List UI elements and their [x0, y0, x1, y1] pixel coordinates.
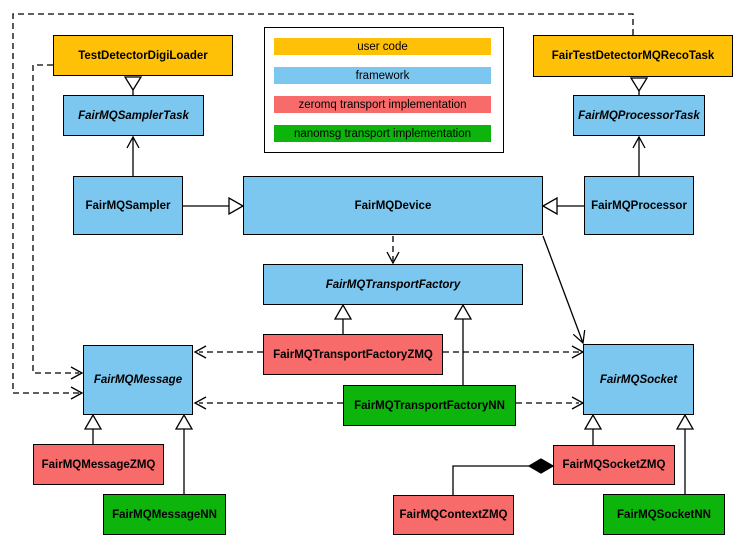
node-fairmq-sampler: FairMQSampler [73, 176, 183, 235]
edge-tfzmq-socket [443, 345, 585, 359]
node-fairmq-socket-zmq: FairMQSocketZMQ [553, 445, 675, 485]
edge-contextzmq-socketzmq [452, 458, 555, 495]
legend: user code framework zeromq transport imp… [264, 27, 504, 153]
edge-messagenn-message [174, 413, 194, 494]
edge-socketnn-socket [675, 413, 695, 494]
node-fairmq-message-nn: FairMQMessageNN [103, 494, 226, 535]
legend-item-user-code: user code [274, 38, 491, 55]
edge-device-transportfactory [386, 236, 400, 265]
edge-tfnn-socket [516, 396, 585, 410]
edge-messagezmq-message [83, 413, 103, 444]
edge-socketzmq-socket [583, 413, 603, 445]
edge-processor-device [541, 196, 584, 216]
edge-recotask-processortask [629, 77, 649, 95]
node-fairmq-socket: FairMQSocket [583, 344, 694, 415]
edge-tfnn-message [193, 396, 343, 410]
edge-tfnn-transportfactory [453, 303, 473, 385]
node-fair-test-detector-mq-reco-task: FairTestDetectorMQRecoTask [533, 35, 733, 77]
edge-tfzmq-transportfactory [333, 303, 353, 334]
node-fairmq-socket-nn: FairMQSocketNN [603, 494, 725, 535]
legend-item-nanomsg: nanomsg transport implementation [274, 125, 491, 142]
node-fairmq-sampler-task: FairMQSamplerTask [63, 95, 204, 136]
node-test-detector-digi-loader: TestDetectorDigiLoader [53, 35, 233, 76]
edge-sampler-samplertask [126, 135, 140, 176]
legend-item-framework: framework [274, 67, 491, 84]
node-fairmq-processor: FairMQProcessor [584, 176, 694, 235]
edge-digiloader-samplertask [123, 76, 143, 95]
node-fairmq-processor-task: FairMQProcessorTask [573, 95, 705, 136]
edge-processor-processortask [632, 135, 646, 176]
edge-sampler-device [183, 196, 245, 216]
node-fairmq-transport-factory-nn: FairMQTransportFactoryNN [343, 385, 516, 426]
node-fairmq-message-zmq: FairMQMessageZMQ [33, 444, 164, 485]
node-fairmq-context-zmq: FairMQContextZMQ [393, 495, 514, 535]
edge-device-socket [542, 235, 586, 345]
node-fairmq-device: FairMQDevice [243, 176, 543, 235]
legend-item-zeromq: zeromq transport implementation [274, 96, 491, 113]
node-fairmq-transport-factory: FairMQTransportFactory [263, 264, 523, 305]
node-fairmq-transport-factory-zmq: FairMQTransportFactoryZMQ [263, 334, 443, 375]
edge-tfzmq-message [193, 345, 263, 359]
node-fairmq-message: FairMQMessage [83, 345, 193, 415]
